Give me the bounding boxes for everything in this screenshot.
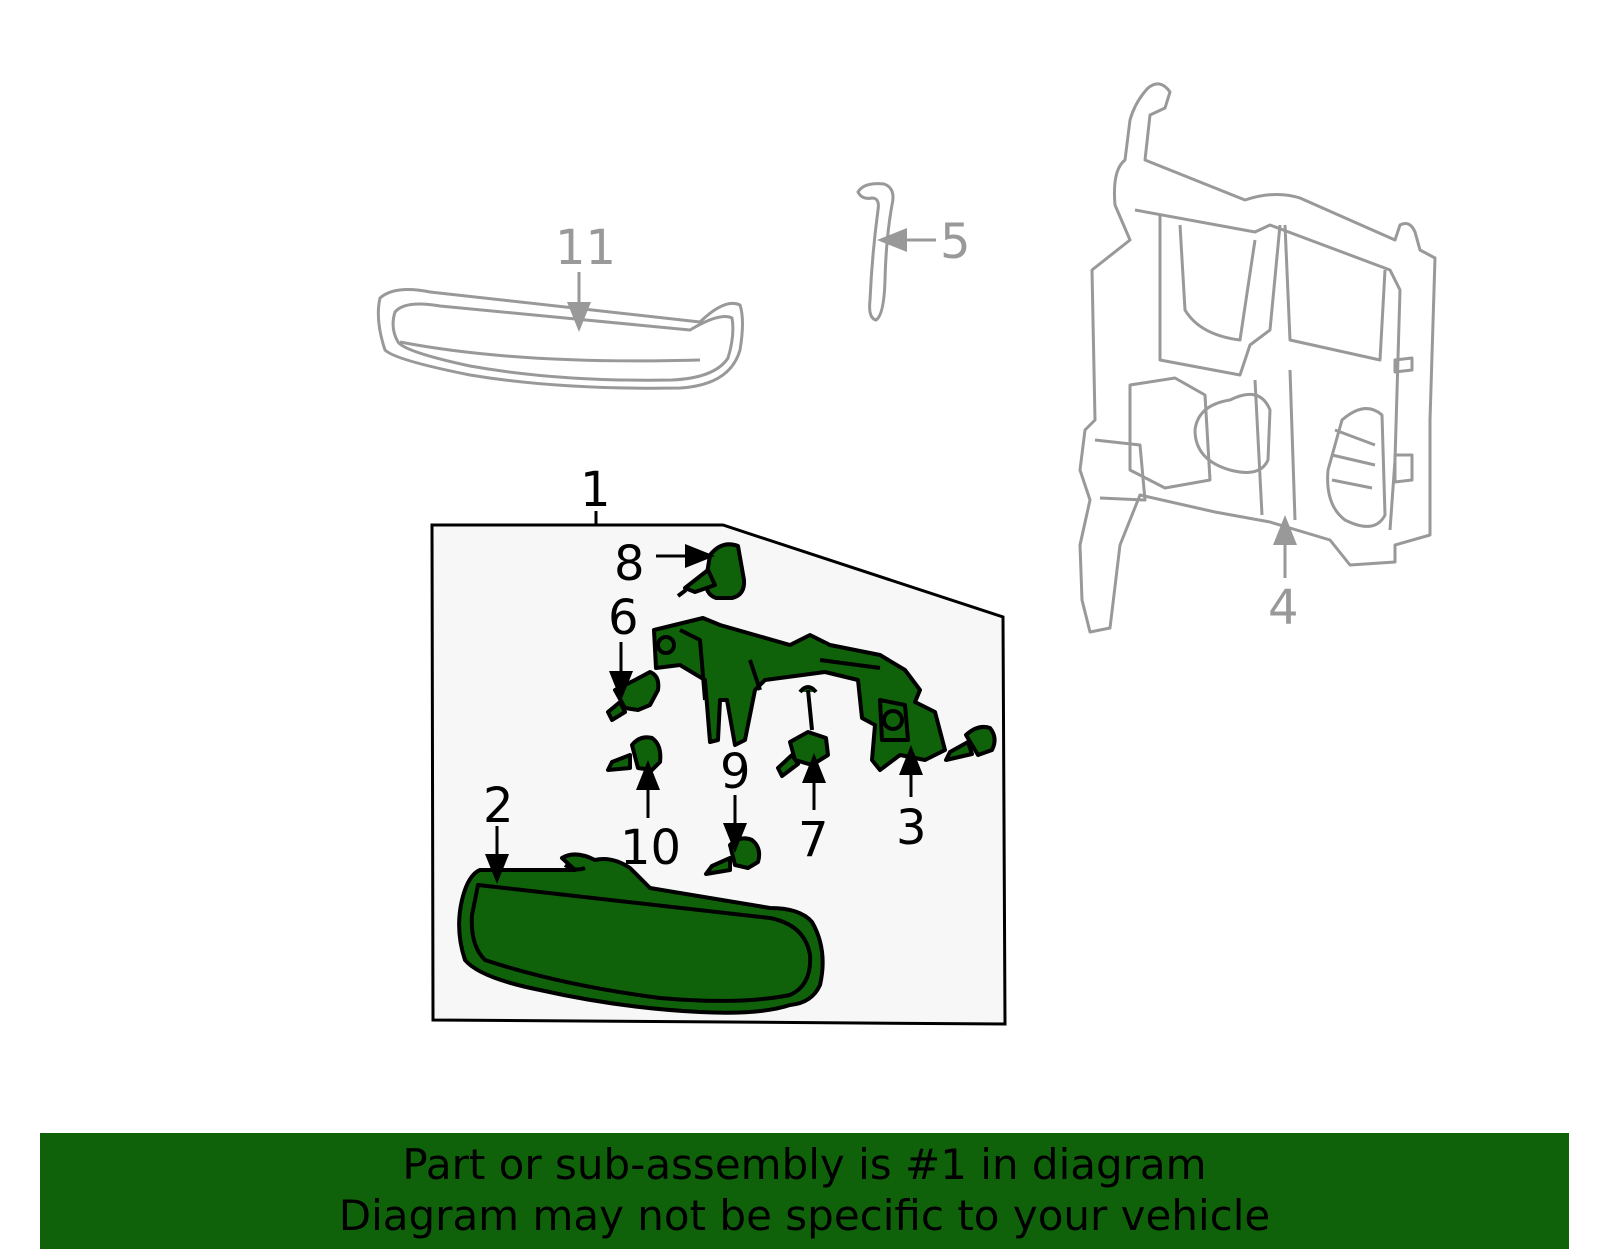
callout-8: 8 [614,536,645,592]
callout-4: 4 [1268,580,1299,636]
headlamp-part-2 [457,852,825,1015]
callout-2: 2 [483,778,514,834]
banner-background [40,1133,1569,1249]
bracket-part-3 [652,616,947,772]
callout-3: 3 [896,800,927,856]
callout-1: 1 [580,462,611,518]
callout-10: 10 [620,820,681,876]
bulb-socket-part-8 [676,542,747,600]
banner-line-2: Diagram may not be specific to your vehi… [338,1191,1271,1240]
callout-5: 5 [940,214,971,270]
callout-6: 6 [608,590,639,646]
radiator-support-part-4 [1078,82,1437,634]
callout-7: 7 [798,812,829,868]
bolt-fastener [944,724,997,762]
seal-part-5 [856,182,895,322]
callout-9: 9 [720,744,751,800]
banner-line-1: Part or sub-assembly is #1 in diagram [402,1140,1207,1189]
adjuster-part-7 [776,685,830,778]
park-lamp-part-11 [376,288,744,390]
callout-11: 11 [555,220,616,276]
info-banner: Part or sub-assembly is #1 in diagram Di… [40,1133,1569,1249]
